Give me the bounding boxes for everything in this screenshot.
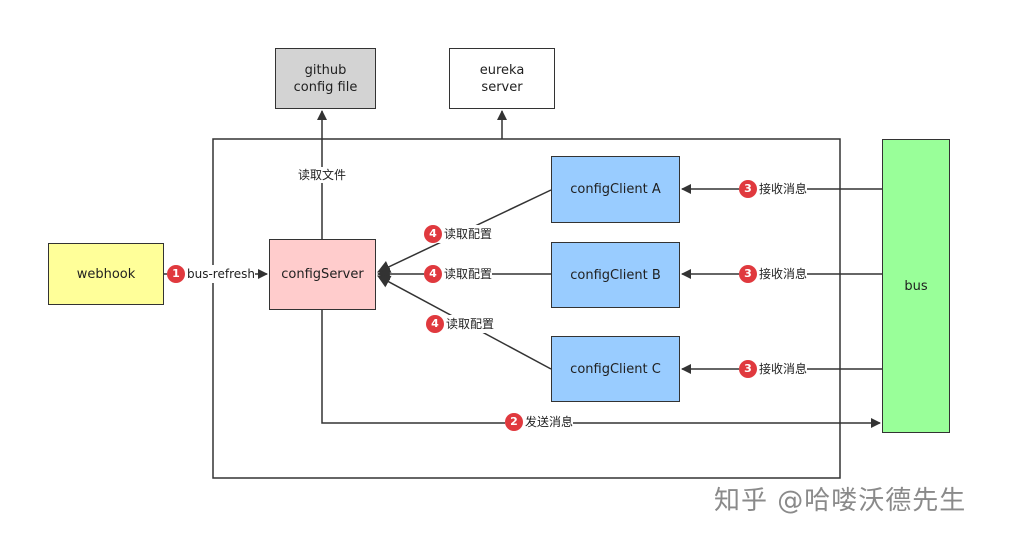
eureka-server-node: eureka server [449, 48, 555, 109]
client-b-label: configClient B [570, 267, 661, 283]
edge-send-message [321, 310, 881, 428]
bus-label: bus [904, 278, 928, 294]
webhook-node: webhook [48, 243, 164, 305]
receive-c-label: 3 接收消息 [739, 360, 808, 378]
read-config-c-text: 读取配置 [446, 317, 495, 331]
bus-refresh-text: bus-refresh [187, 267, 255, 281]
github-label: github config file [293, 62, 358, 95]
client-a-label: configClient A [570, 182, 661, 197]
eureka-label: eureka server [479, 62, 525, 95]
receive-b-label: 3 接收消息 [739, 265, 808, 283]
read-config-a-label: 4 读取配置 [424, 225, 493, 243]
step-badge-3b: 3 [739, 265, 757, 283]
config-client-c-node: configClient C [551, 336, 680, 402]
step-badge-1: 1 [167, 265, 185, 283]
github-config-file-node: github config file [275, 48, 376, 109]
bus-node: bus [882, 139, 950, 433]
config-server-label: configServer [281, 267, 364, 282]
read-config-b-text: 读取配置 [444, 267, 493, 281]
step-badge-3a: 3 [739, 180, 757, 198]
receive-b-text: 接收消息 [759, 267, 808, 281]
app-container-frame [212, 138, 841, 479]
webhook-label: webhook [76, 266, 136, 282]
receive-c-text: 接收消息 [759, 362, 808, 376]
read-config-b-label: 4 读取配置 [424, 265, 493, 283]
receive-a-text: 接收消息 [759, 182, 808, 196]
read-config-a-text: 读取配置 [444, 227, 493, 241]
send-message-label: 2 发送消息 [505, 413, 574, 431]
step-badge-4b: 4 [424, 265, 442, 283]
read-config-c-label: 4 读取配置 [426, 315, 495, 333]
step-badge-2: 2 [505, 413, 523, 431]
client-c-label: configClient C [570, 361, 661, 377]
config-client-b-node: configClient B [551, 242, 680, 308]
config-server-node: configServer [269, 239, 376, 310]
step-badge-4c: 4 [426, 315, 444, 333]
read-file-label: 读取文件 [296, 167, 349, 183]
receive-a-label: 3 接收消息 [739, 180, 808, 198]
send-message-text: 发送消息 [525, 415, 574, 429]
step-badge-4a: 4 [424, 225, 442, 243]
step-badge-3c: 3 [739, 360, 757, 378]
bus-refresh-label: 1 bus-refresh [167, 265, 255, 283]
zhihu-watermark: 知乎 @哈喽沃德先生 [714, 486, 967, 516]
config-client-a-node: configClient A [551, 156, 680, 223]
